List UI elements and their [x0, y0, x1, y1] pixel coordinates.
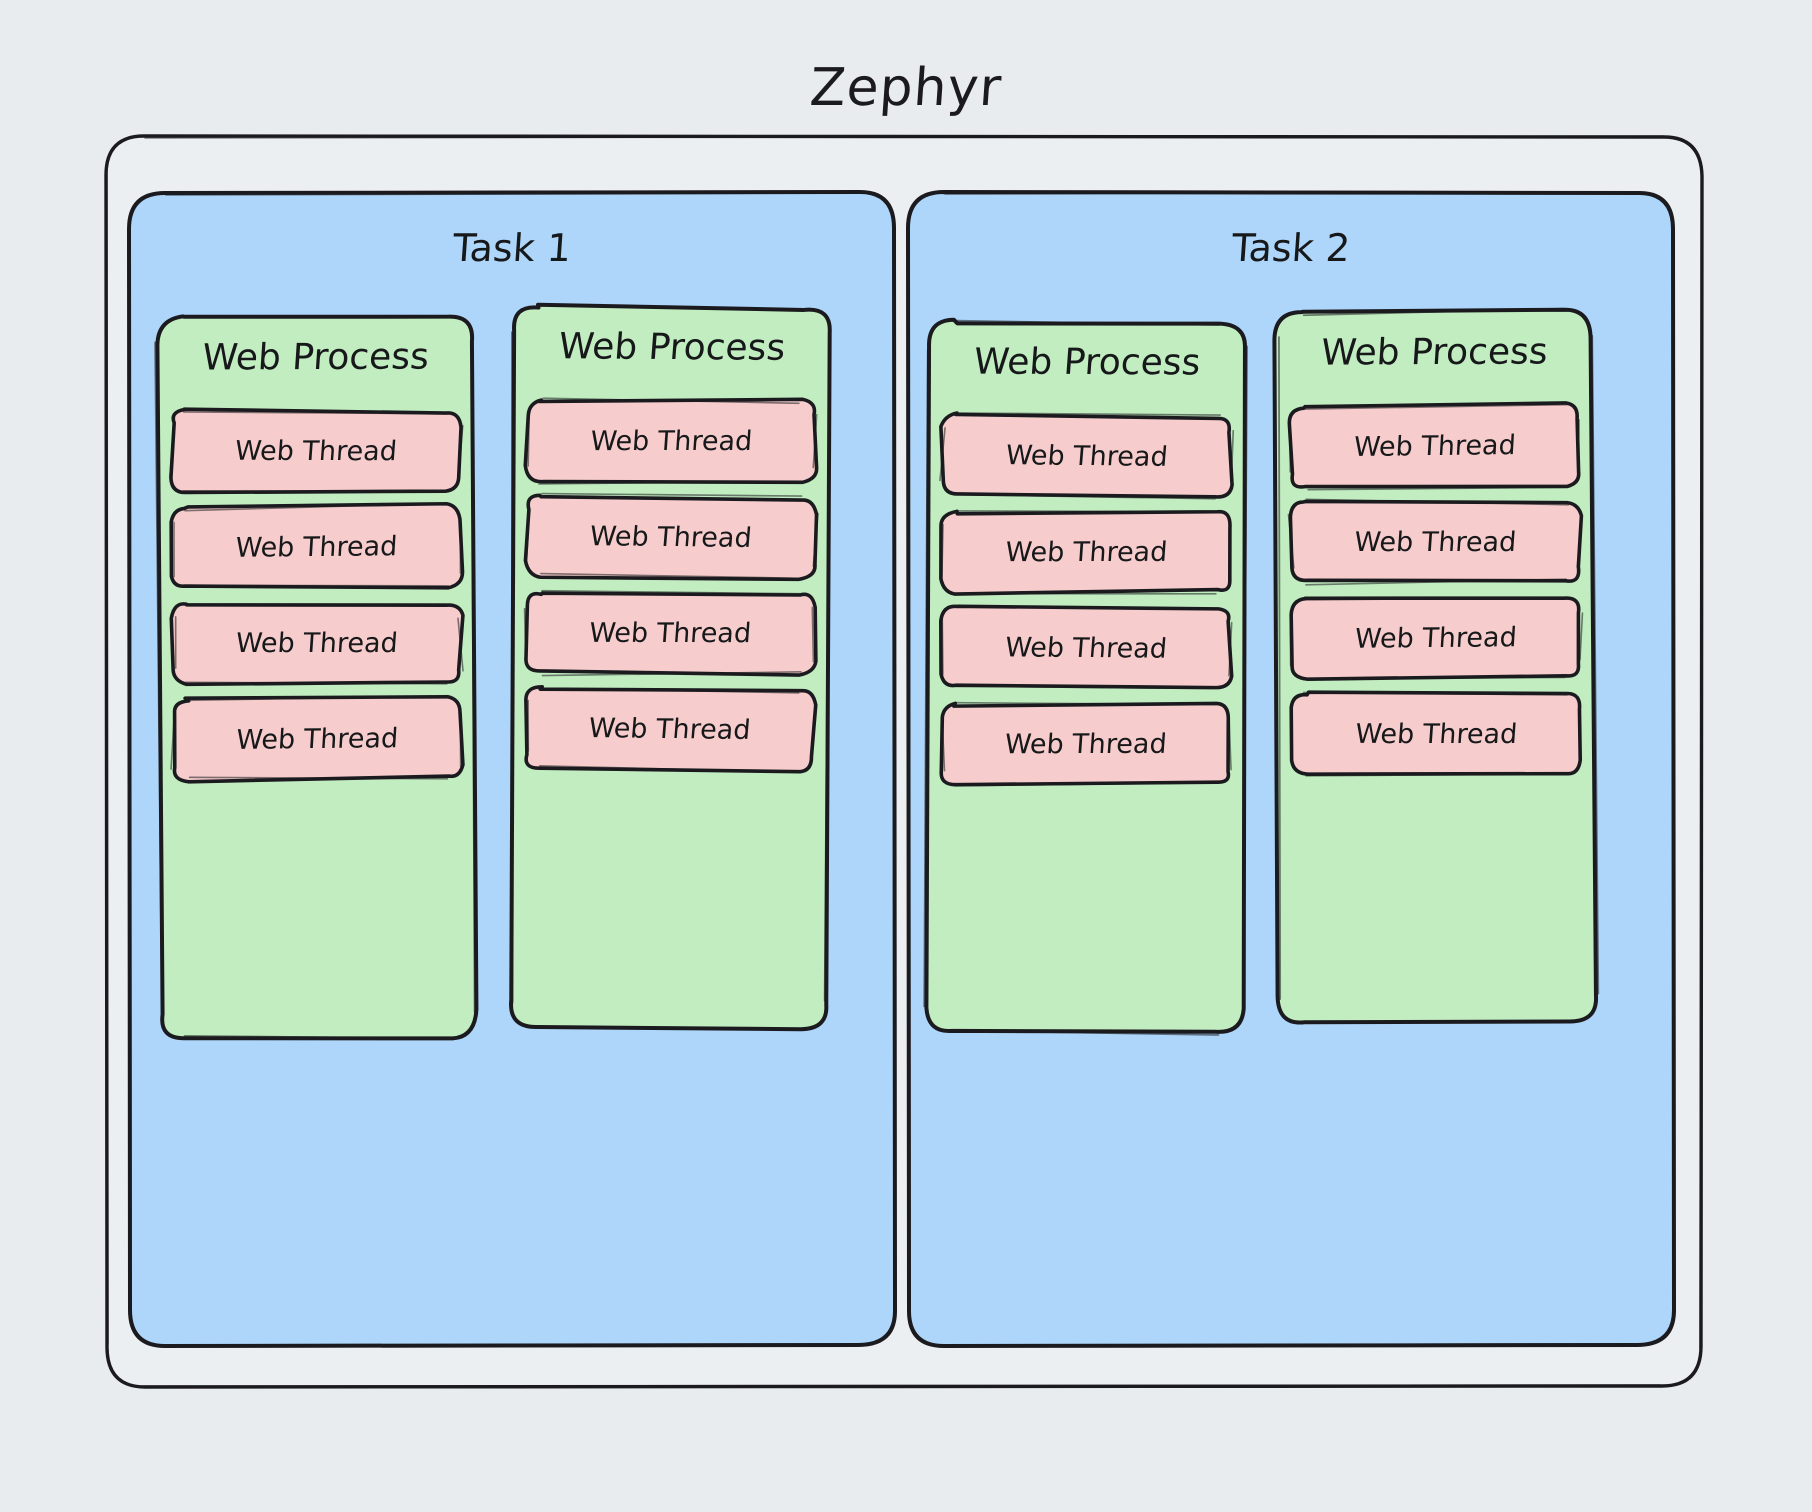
thread-box-t1-p2-w2[interactable]: Web Thread — [523, 492, 819, 582]
thread-box-t2-p1-w4-outline — [939, 701, 1232, 787]
thread-box-t1-p2-w3-outline — [523, 589, 818, 677]
thread-box-t2-p2-w1[interactable]: Web Thread — [1287, 401, 1581, 491]
thread-box-t1-p1-w2-outline — [169, 501, 465, 590]
thread-box-t2-p2-w1-outline — [1287, 401, 1581, 491]
thread-box-t2-p1-w4[interactable]: Web Thread — [939, 701, 1232, 787]
thread-box-t1-p2-w4[interactable]: Web Thread — [523, 684, 818, 774]
thread-box-t1-p1-w2[interactable]: Web Thread — [169, 501, 465, 591]
thread-box-t2-p2-w3-outline — [1289, 596, 1584, 681]
thread-box-t2-p1-w1[interactable]: Web Thread — [939, 411, 1235, 500]
thread-box-t1-p1-w3[interactable]: Web Thread — [169, 601, 465, 687]
thread-box-t2-p1-w2[interactable]: Web Thread — [939, 509, 1232, 596]
thread-box-t2-p2-w3[interactable]: Web Thread — [1289, 595, 1584, 682]
thread-box-t2-p2-w4[interactable]: Web Thread — [1289, 690, 1583, 777]
thread-box-t1-p2-w4-outline — [524, 684, 818, 774]
thread-box-t2-p2-w4-outline — [1289, 690, 1583, 777]
page-title: Zephyr — [808, 58, 1004, 118]
thread-box-t2-p1-w2-outline — [939, 509, 1232, 596]
thread-box-t1-p2-w3[interactable]: Web Thread — [523, 589, 818, 677]
thread-box-t1-p1-w4[interactable]: Web Thread — [170, 694, 465, 784]
thread-box-t1-p1-w3-outline — [169, 602, 465, 687]
thread-box-t1-p2-w1-outline — [523, 397, 819, 485]
thread-box-t1-p2-w2-outline — [523, 492, 819, 582]
thread-box-t2-p2-w2-outline — [1287, 498, 1584, 586]
thread-box-t1-p2-w1[interactable]: Web Thread — [523, 397, 819, 485]
thread-box-t2-p2-w2[interactable]: Web Thread — [1287, 498, 1584, 586]
thread-box-t1-p1-w1[interactable]: Web Thread — [169, 407, 464, 495]
thread-box-t2-p1-w3-outline — [939, 604, 1234, 690]
thread-box-t2-p1-w3[interactable]: Web Thread — [939, 604, 1234, 691]
thread-box-t2-p1-w1-outline — [939, 411, 1235, 500]
thread-box-t1-p1-w1-outline — [169, 407, 464, 495]
thread-box-t1-p1-w4-outline — [170, 694, 465, 784]
